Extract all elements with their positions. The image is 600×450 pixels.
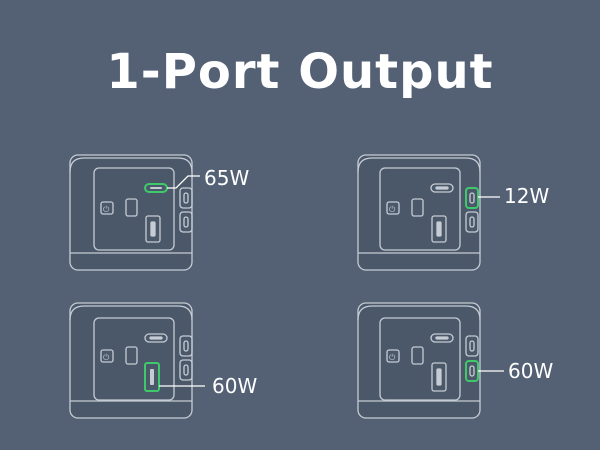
page-title: 1-Port Output — [106, 44, 494, 100]
svg-text:⏻: ⏻ — [389, 353, 396, 362]
svg-text:⏻: ⏻ — [103, 205, 110, 214]
output-label-60w-a: 60W — [212, 374, 258, 398]
output-label-12w: 12W — [504, 184, 550, 208]
output-label-60w-c: 60W — [508, 359, 554, 383]
output-label-65w: 65W — [204, 166, 250, 190]
svg-text:⏻: ⏻ — [389, 205, 396, 214]
svg-text:⏻: ⏻ — [103, 353, 110, 362]
